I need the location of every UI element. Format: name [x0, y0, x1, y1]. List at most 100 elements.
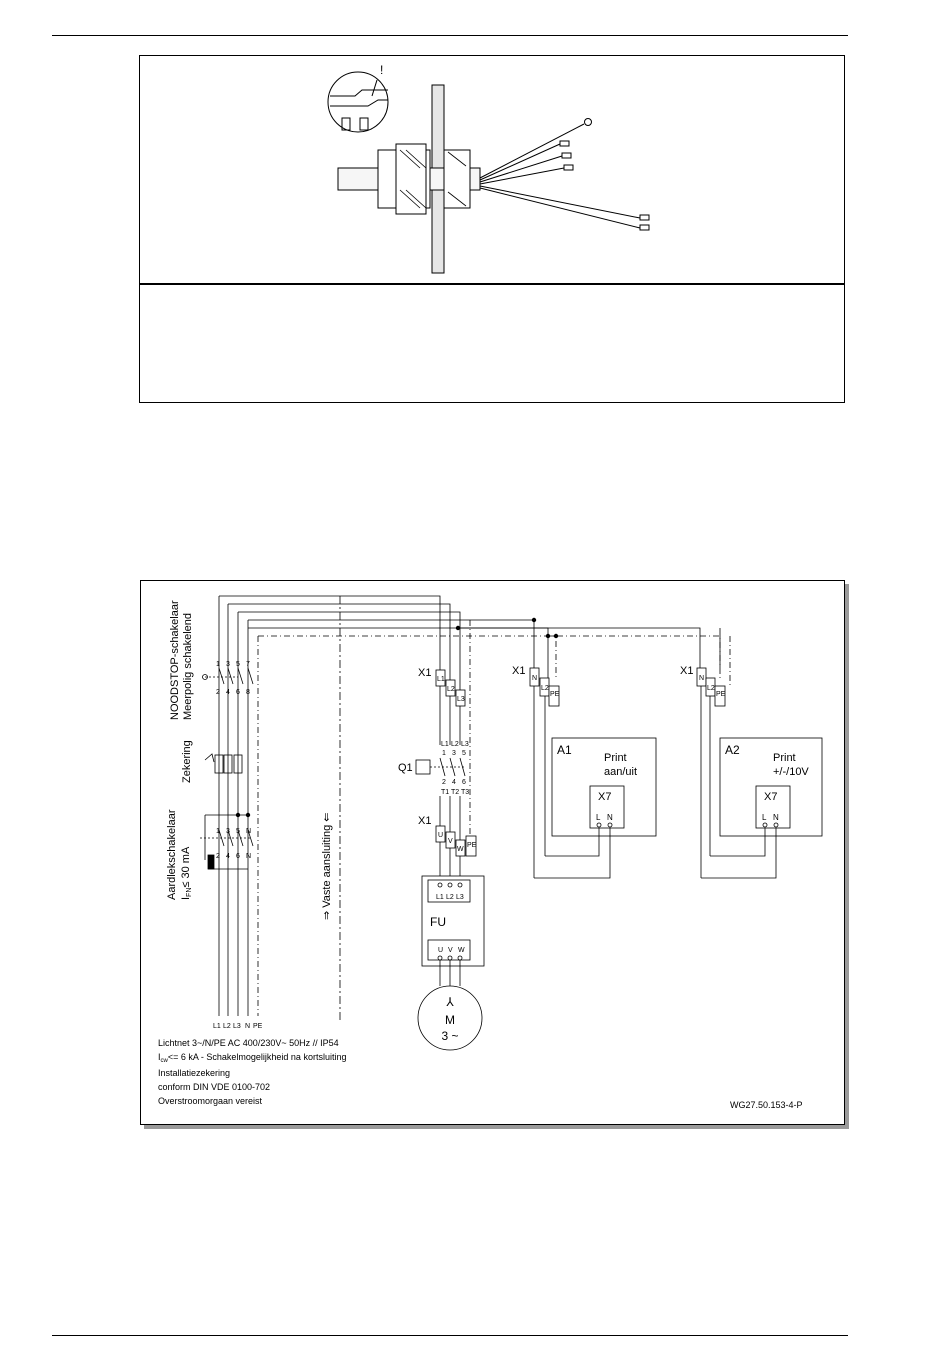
svg-text:L2: L2 [446, 894, 454, 901]
svg-text:4: 4 [226, 689, 230, 696]
svg-text:L1: L1 [213, 1023, 221, 1030]
x1-motor-terminal-labels: U V W PE [438, 832, 477, 853]
svg-text:N: N [699, 675, 704, 682]
note-line-3: Installatiezekering [158, 1068, 230, 1078]
svg-text:5: 5 [462, 750, 466, 757]
a2-title-1: Print [773, 752, 796, 764]
fu-label: FU [430, 915, 446, 929]
a2-terminal-pe [714, 685, 726, 707]
note-line-4: conform DIN VDE 0100-702 [158, 1082, 270, 1092]
a2-x1-label: X1 [680, 665, 693, 677]
svg-text:L2: L2 [451, 741, 459, 748]
x1-l1-text: L1 [437, 676, 445, 683]
fuse-l2 [223, 754, 233, 774]
svg-text:L1: L1 [436, 894, 444, 901]
a1-x7-connector [589, 785, 625, 829]
a2-pin-n: N [773, 813, 779, 822]
detail-thread-lower [330, 99, 388, 107]
x1-terminal-pe [465, 835, 477, 857]
svg-text:L3: L3 [461, 741, 469, 748]
a1-terminal-n [529, 667, 540, 687]
gland-body [395, 143, 427, 215]
x1-l2-text: L2 [447, 686, 455, 693]
svg-text:PE: PE [716, 691, 726, 698]
note-line-1: Lichtnet 3~/N/PE AC 400/230V~ 50Hz // IP… [158, 1038, 339, 1048]
svg-text:T3: T3 [461, 789, 469, 796]
svg-text:L2: L2 [707, 685, 715, 692]
conductor-6 [479, 187, 641, 229]
svg-text:L1: L1 [441, 741, 449, 748]
svg-text:T1: T1 [441, 789, 449, 796]
note-line-5: Overstroomorgaan vereist [158, 1096, 263, 1106]
svg-text:L2: L2 [223, 1023, 231, 1030]
fuse-l3 [233, 754, 243, 774]
a2-x7-label: X7 [764, 791, 777, 803]
a1-label: A1 [557, 743, 572, 757]
svg-text:N: N [246, 853, 251, 860]
svg-text:N: N [246, 828, 251, 835]
footer-rule [52, 1335, 848, 1336]
q1-label: Q1 [398, 762, 413, 774]
schematic-frame [140, 580, 845, 1125]
ring-terminal [584, 118, 592, 126]
svg-text:1: 1 [216, 661, 220, 668]
detail-thread [330, 89, 388, 97]
figure-divider [139, 283, 845, 285]
svg-text:6: 6 [236, 689, 240, 696]
mains-labels: L1 L2 L3 N PE [213, 1023, 263, 1030]
x1-terminal-v [445, 831, 456, 849]
a1-title-2: aan/uit [604, 766, 637, 778]
svg-text:3: 3 [452, 750, 456, 757]
rcd-contact-numbers: 1 3 5 N 2 4 6 N [216, 828, 251, 860]
svg-text:2: 2 [216, 853, 220, 860]
svg-text:W: W [457, 846, 464, 853]
motor-circle [417, 985, 483, 1051]
svg-text:6: 6 [462, 779, 466, 786]
detail-circle [327, 71, 389, 133]
svg-text:5: 5 [236, 661, 240, 668]
svg-text:4: 4 [226, 853, 230, 860]
rcd-label-1: Aardlekschakelaar [166, 809, 178, 900]
emergency-stop-label-1: NOODSTOP-schakelaar [169, 600, 181, 720]
cable-gland-illustration [327, 71, 650, 274]
svg-text:L3: L3 [456, 894, 464, 901]
motor-star-symbol: ⅄ [445, 995, 454, 1009]
svg-text:8: 8 [246, 689, 250, 696]
detail-block-2 [359, 117, 369, 131]
noodstop-contact-numbers: 1 3 5 7 2 4 6 8 [216, 661, 250, 696]
svg-text:PE: PE [550, 691, 560, 698]
svg-text:3: 3 [226, 828, 230, 835]
conductor-1 [479, 123, 585, 179]
svg-text:W: W [458, 947, 465, 954]
svg-text:N: N [532, 675, 537, 682]
svg-text:U: U [438, 947, 443, 954]
a2-label: A2 [725, 743, 740, 757]
a1-pin-n: N [607, 813, 613, 822]
warning-mark: ! [380, 63, 383, 77]
svg-text:5: 5 [236, 828, 240, 835]
q1-coil [415, 759, 431, 775]
a2-print-box [719, 737, 823, 837]
conductor-3 [479, 155, 563, 183]
a2-x7-connector [755, 785, 791, 829]
svg-text:2: 2 [216, 689, 220, 696]
fu-io-labels: L1 L2 L3 U V W [436, 894, 465, 954]
x1-l3-text: L3 [457, 696, 465, 703]
gland-figure-frame [139, 55, 845, 403]
q1-contact-labels: L1 L2 L3 1 3 5 2 4 6 T1 T2 T3 [441, 741, 469, 796]
rcd-label-2: IFN≤ 30 mA [180, 846, 193, 900]
x1-terminal-u [435, 825, 446, 843]
detail-pointer [371, 79, 378, 97]
conductor-5 [479, 185, 641, 219]
lock-nut [443, 149, 471, 209]
x1-terminal-w [455, 839, 466, 857]
svg-text:1: 1 [216, 828, 220, 835]
a2-title-2: +/-/10V [773, 766, 809, 778]
header-rule [52, 35, 848, 36]
svg-text:L2: L2 [541, 685, 549, 692]
schematic-wiring [200, 595, 823, 1051]
a1-terminal-pe [548, 685, 560, 707]
svg-text:3: 3 [226, 661, 230, 668]
emergency-stop-label-2: Meerpolig schakelend [182, 613, 194, 720]
svg-text:PE: PE [253, 1023, 263, 1030]
